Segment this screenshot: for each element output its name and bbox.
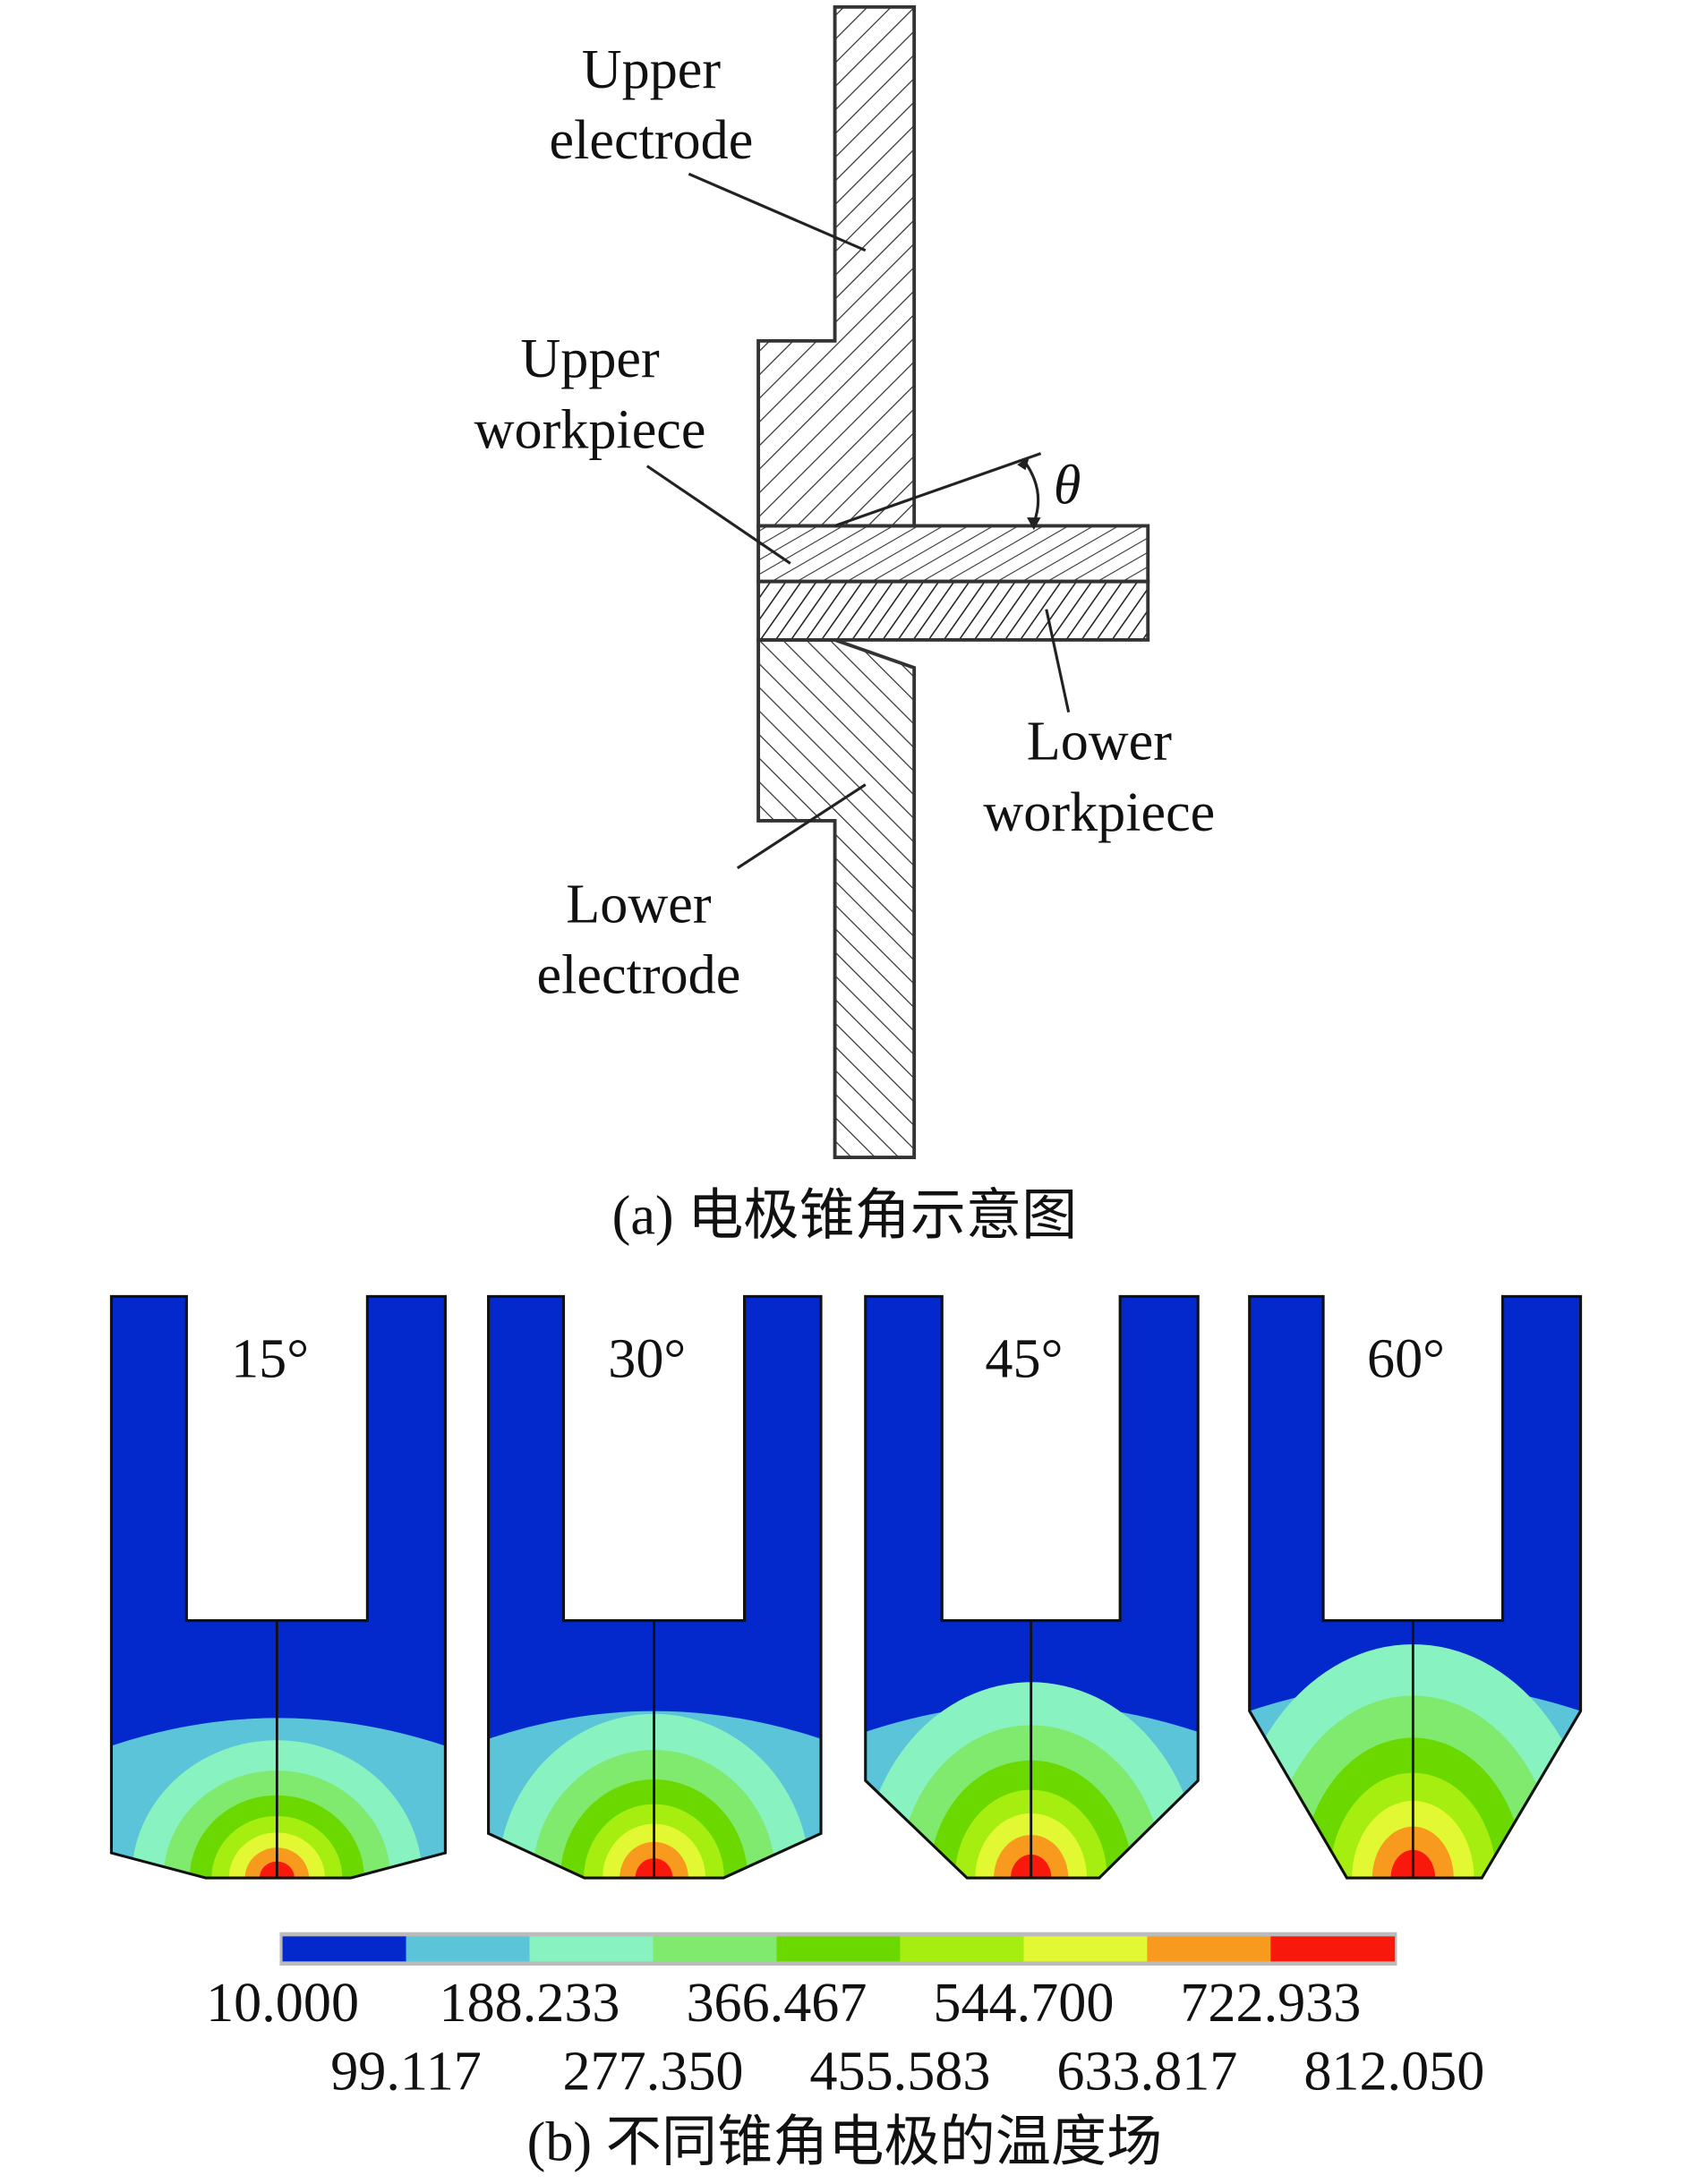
temp-band bbox=[1372, 1826, 1454, 1879]
temp-band bbox=[1011, 1854, 1052, 1879]
colorbar: 10.000 188.233 366.467 544.700 722.933 99.117… bbox=[206, 1932, 1484, 2102]
arrow-head bbox=[1017, 456, 1030, 471]
colorbar-swatch bbox=[653, 1936, 778, 1962]
label-upper-workpiece: workpiece bbox=[474, 399, 706, 460]
temperature-field-panels: 15° 30° 45° 60° bbox=[109, 1294, 1583, 1880]
colorbar-label: 722.933 bbox=[1180, 1973, 1361, 2034]
colorbar-swatch bbox=[1147, 1936, 1272, 1962]
colorbar-label: 277.350 bbox=[562, 2041, 743, 2102]
temp-band bbox=[994, 1834, 1069, 1879]
temp-band bbox=[1352, 1800, 1474, 1879]
colorbar-label: 10.000 bbox=[206, 1973, 359, 2034]
electrode-outline bbox=[1248, 1294, 1583, 1880]
colorbar-label: 455.583 bbox=[809, 2041, 990, 2102]
colorbar-swatch bbox=[406, 1936, 531, 1962]
temp-band bbox=[620, 1841, 688, 1879]
label-lower-electrode: electrode bbox=[537, 945, 741, 1006]
colorbar-swatch bbox=[282, 1936, 407, 1962]
caption-b: (b) 不同锥角电极的温度场 bbox=[527, 2112, 1163, 2173]
electrode-panel: 15° bbox=[109, 1294, 447, 1880]
angle-label: 45° bbox=[985, 1329, 1063, 1390]
temp-band bbox=[602, 1823, 706, 1879]
electrode-outline bbox=[864, 1294, 1200, 1880]
lower-workpiece bbox=[756, 579, 1150, 642]
label-lower-electrode: Lower bbox=[566, 874, 712, 934]
label-upper-electrode: electrode bbox=[550, 110, 754, 171]
label-lower-workpiece: Lower bbox=[1027, 712, 1173, 772]
angle-label: 30° bbox=[608, 1329, 686, 1390]
arrow-head bbox=[1027, 517, 1041, 531]
colorbar-label: 544.700 bbox=[933, 1973, 1114, 2034]
electrode-outline bbox=[487, 1294, 823, 1880]
leader-line bbox=[688, 172, 867, 252]
colorbar-label: 188.233 bbox=[440, 1973, 620, 2034]
colorbar-swatch bbox=[776, 1936, 902, 1962]
colorbar-swatch bbox=[1023, 1936, 1149, 1962]
electrode-schematic: Upper electrode Upper workpiece θ Lower … bbox=[474, 4, 1215, 1247]
angle-label: 60° bbox=[1367, 1329, 1445, 1390]
leader-line bbox=[645, 465, 791, 565]
label-upper-electrode: Upper bbox=[582, 39, 722, 100]
leader-line bbox=[736, 783, 867, 870]
temp-band bbox=[975, 1813, 1088, 1879]
electrode-outline bbox=[109, 1294, 447, 1880]
colorbar-label: 99.117 bbox=[330, 2041, 482, 2102]
caption-a: (a) 电极锥角示意图 bbox=[612, 1186, 1078, 1247]
angle-label: 15° bbox=[231, 1329, 309, 1390]
label-lower-workpiece: workpiece bbox=[983, 782, 1215, 843]
label-upper-workpiece: Upper bbox=[520, 328, 660, 389]
leader-line bbox=[1045, 609, 1071, 713]
colorbar-swatch bbox=[529, 1936, 654, 1962]
label-theta: θ bbox=[1054, 456, 1081, 516]
colorbar-label: 366.467 bbox=[686, 1973, 867, 2034]
angle-line bbox=[834, 452, 1042, 527]
upper-electrode bbox=[756, 4, 917, 528]
electrode-panel: 30° bbox=[487, 1294, 823, 1880]
colorbar-swatch bbox=[1270, 1936, 1396, 1962]
colorbar-label: 633.817 bbox=[1056, 2041, 1237, 2102]
colorbar-swatch bbox=[900, 1936, 1025, 1962]
colorbar-label: 812.050 bbox=[1303, 2041, 1484, 2102]
upper-workpiece bbox=[756, 524, 1150, 584]
lower-electrode bbox=[756, 637, 917, 1159]
